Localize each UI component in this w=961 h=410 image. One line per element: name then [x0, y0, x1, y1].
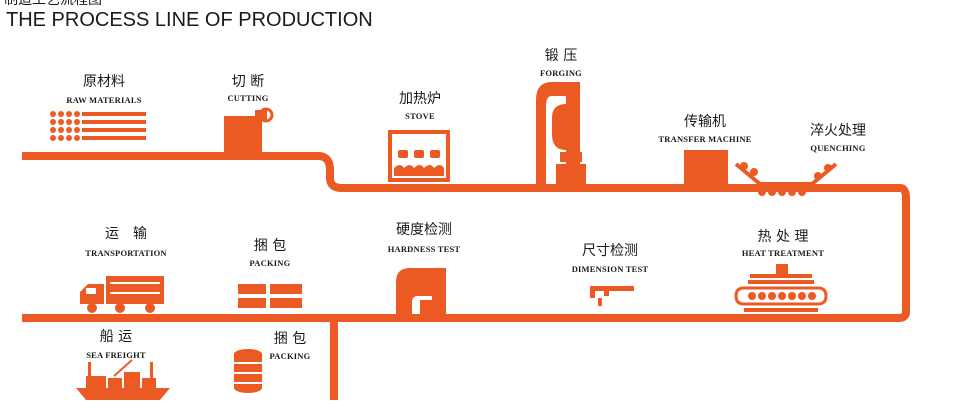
step-label-en: TRANSFER MACHINE — [658, 134, 751, 144]
heat-treatment-furnace-icon — [734, 264, 828, 312]
page-title: THE PROCESS LINE OF PRODUCTION — [6, 9, 373, 31]
step-label-zh: 船 运 — [100, 329, 132, 345]
step-label-en: RAW MATERIALS — [66, 95, 141, 105]
step-label-en: QUENCHING — [810, 143, 865, 153]
coil-stack-icon — [234, 349, 262, 393]
label-hardness-test: 硬度检测 HARDNESS TEST — [388, 222, 461, 254]
step-label-zh: 加热炉 — [399, 91, 441, 107]
step-label-en: TRANSPORTATION — [85, 248, 167, 258]
quenching-tank-icon — [734, 162, 838, 196]
step-label-zh: 捆 包 — [254, 238, 286, 254]
step-label-zh: 原材料 — [83, 74, 125, 90]
label-raw-materials: 原材料 RAW MATERIALS — [66, 74, 141, 105]
flow-line — [22, 152, 910, 400]
label-stove: 加热炉 STOVE — [399, 91, 441, 121]
page-title-zh: 制造工艺流程图 — [4, 0, 102, 8]
step-label-zh: 运 输 — [105, 226, 147, 242]
label-dimension-test: 尺寸检测 DIMENSION TEST — [572, 243, 649, 274]
truck-icon — [80, 276, 164, 313]
label-quenching: 淬火处理 QUENCHING — [810, 123, 866, 153]
label-forging: 锻 压 FORGING — [540, 48, 582, 78]
step-label-zh: 锻 压 — [545, 48, 577, 64]
label-cutting: 切 断 CUTTING — [227, 74, 268, 103]
step-label-zh: 热 处 理 — [758, 229, 809, 245]
step-label-zh: 切 断 — [232, 74, 264, 90]
label-heat-treatment: 热 处 理 HEAT TREATMENT — [742, 229, 824, 258]
step-label-zh: 传输机 — [684, 114, 726, 130]
caliper-icon — [590, 286, 634, 306]
step-label-en: CUTTING — [227, 93, 268, 103]
packing-boxes-icon — [238, 284, 302, 308]
stove-icon — [388, 130, 450, 182]
forging-press-icon — [536, 82, 586, 184]
step-label-en: HARDNESS TEST — [388, 244, 461, 254]
label-packing: 捆 包 PACKING — [250, 238, 291, 268]
step-label-en: FORGING — [540, 68, 582, 78]
step-label-zh: 淬火处理 — [810, 123, 866, 139]
step-label-zh: 尺寸检测 — [582, 243, 638, 259]
step-label-en: SEA FREIGHT — [86, 350, 146, 360]
step-label-en: PACKING — [270, 351, 311, 361]
step-label-en: STOVE — [405, 111, 435, 121]
label-packing-2: 捆 包 PACKING — [270, 331, 311, 361]
label-sea-freight: 船 运 SEA FREIGHT — [86, 329, 146, 360]
hardness-tester-icon — [396, 268, 446, 318]
ship-icon — [76, 359, 170, 400]
step-label-en: PACKING — [250, 258, 291, 268]
cutting-machine-icon — [224, 107, 274, 156]
label-transfer-machine: 传输机 TRANSFER MACHINE — [658, 114, 751, 144]
step-label-en: DIMENSION TEST — [572, 264, 649, 274]
step-label-zh: 捆 包 — [274, 331, 306, 347]
transfer-machine-icon — [684, 150, 728, 188]
raw-materials-icon — [50, 111, 146, 141]
step-label-zh: 硬度检测 — [396, 222, 452, 238]
label-transportation: 运 输 TRANSPORTATION — [85, 226, 167, 258]
step-label-en: HEAT TREATMENT — [742, 248, 824, 258]
